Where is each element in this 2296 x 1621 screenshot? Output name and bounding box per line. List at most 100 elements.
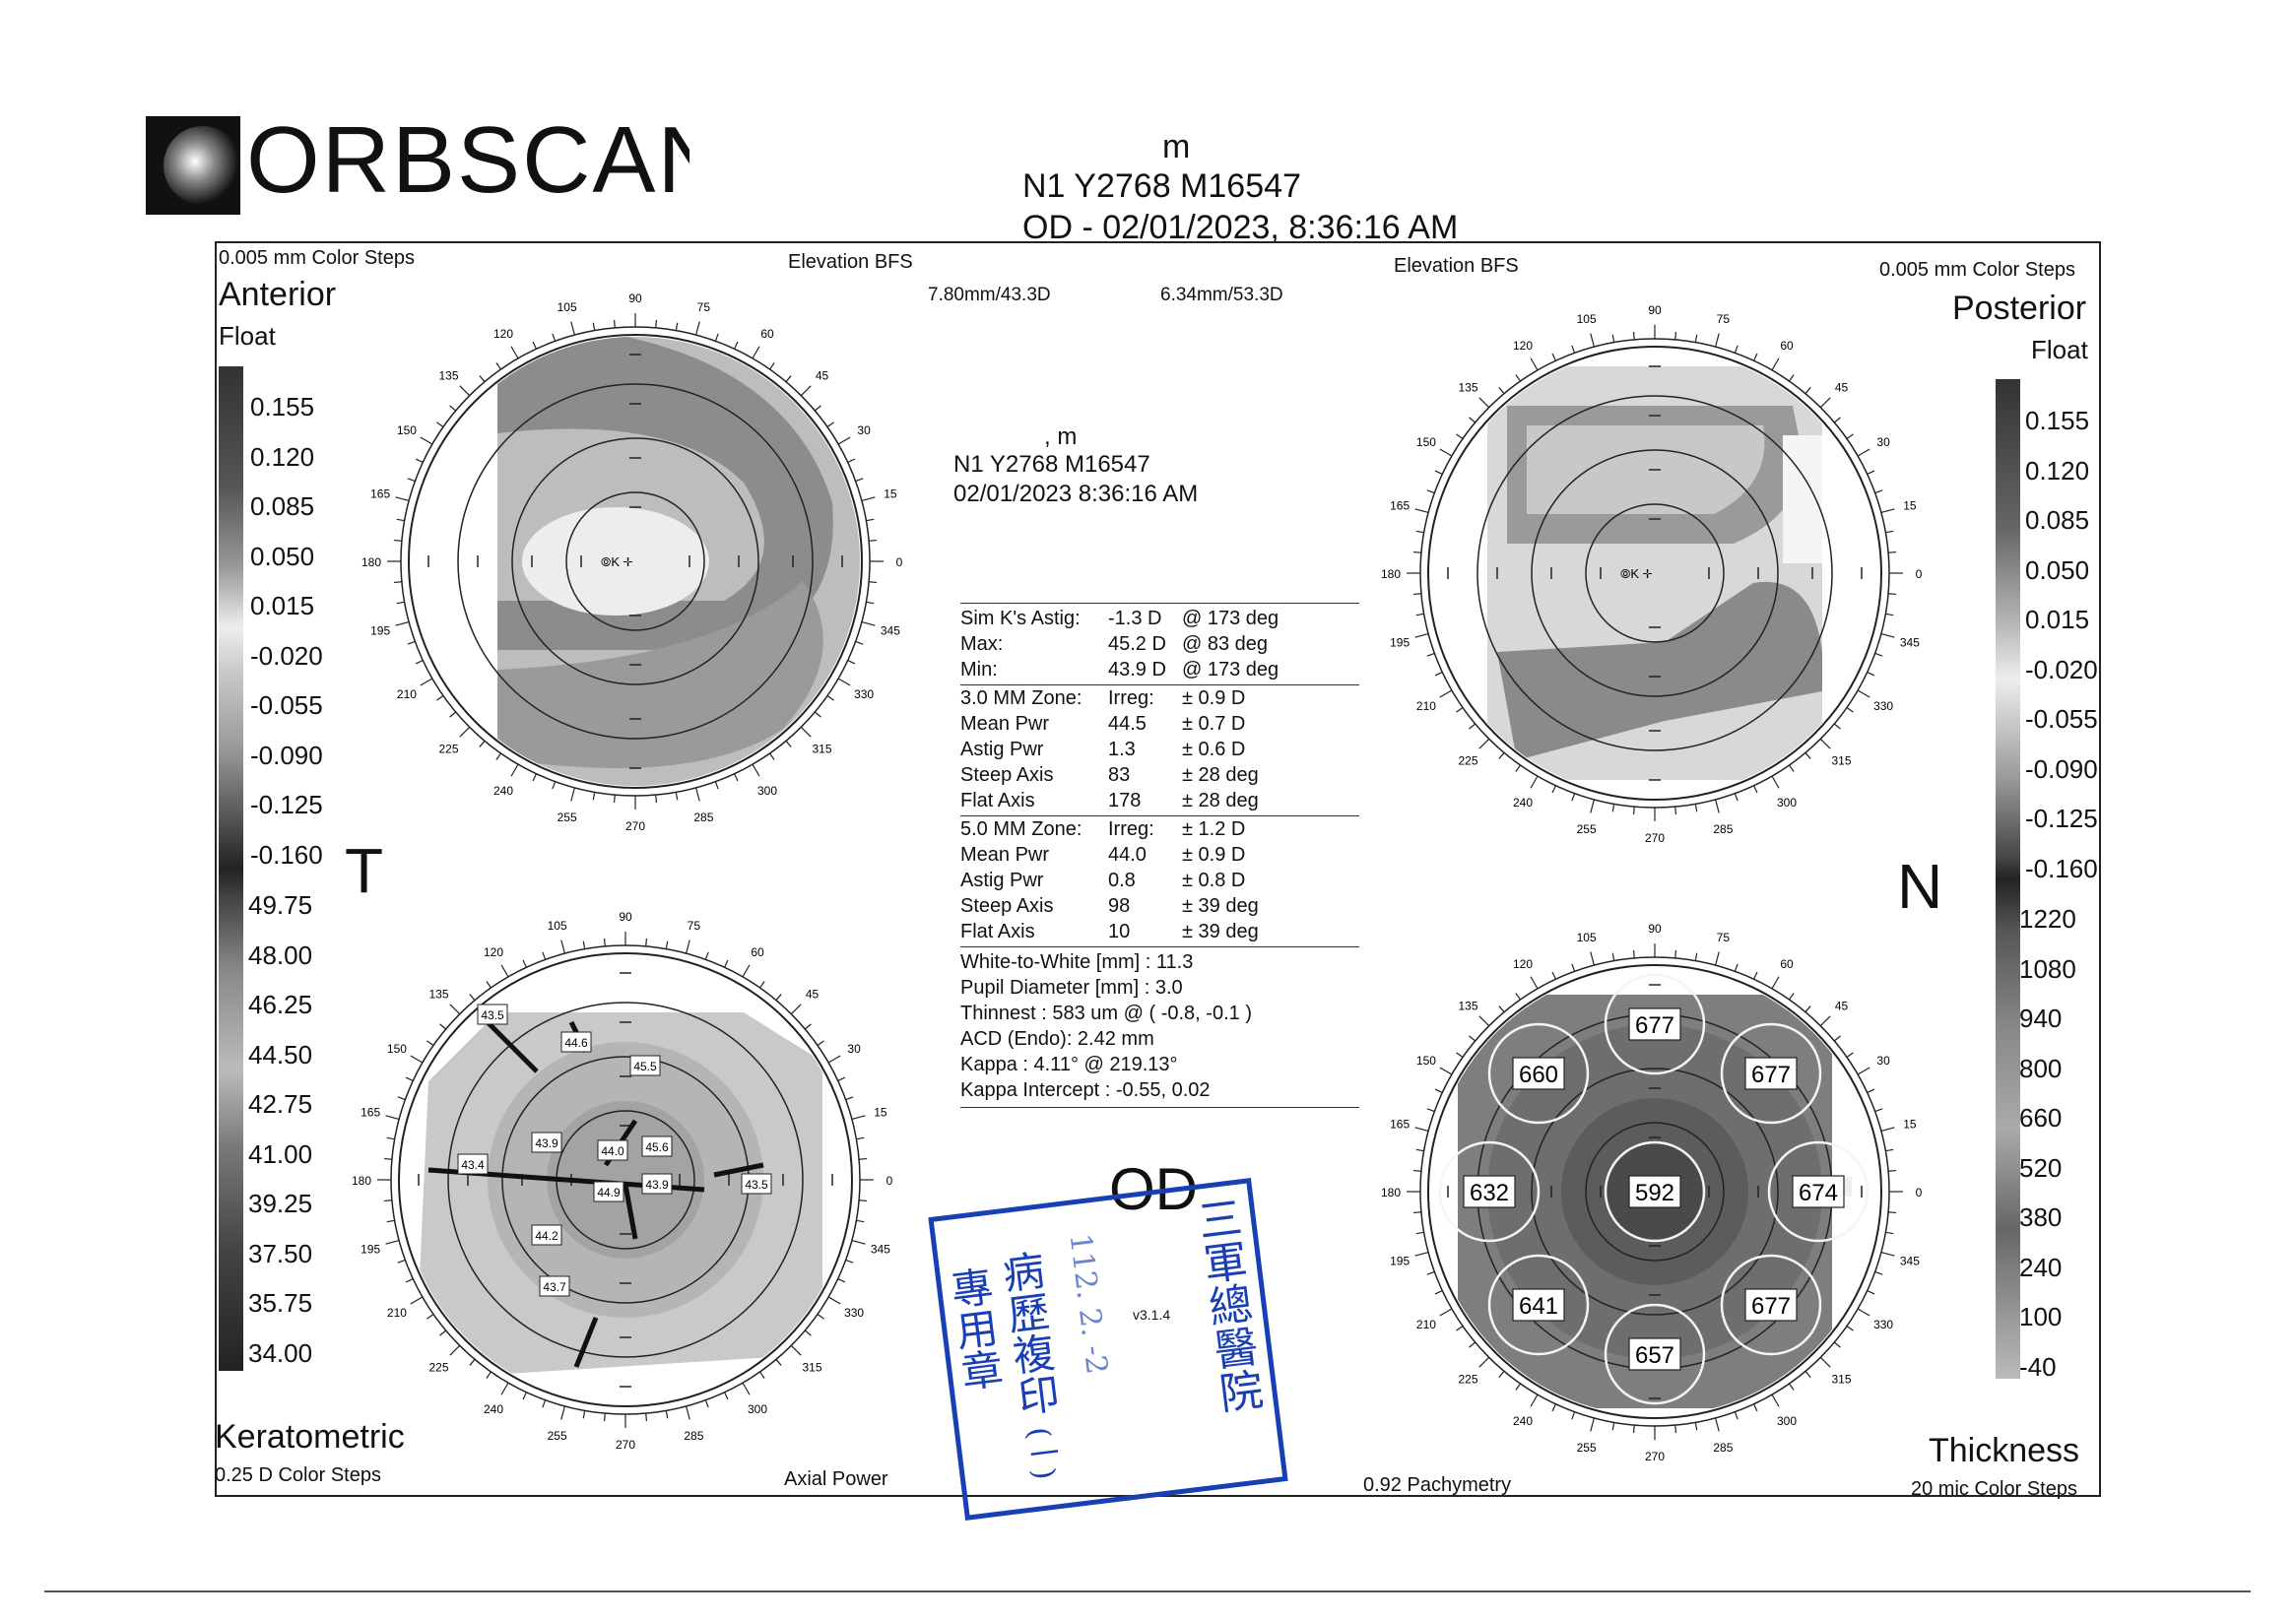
- sim-k-row: Min:43.9 D@ 173 deg: [960, 659, 1359, 684]
- posterior-tick: [1414, 633, 1429, 638]
- thickness-tick: [1515, 993, 1521, 1001]
- thickness-tick: [1478, 1015, 1490, 1027]
- stamp-date: 112. 2. -2: [1062, 1231, 1114, 1377]
- anterior-tick: [420, 436, 433, 445]
- zone-5mm-cell: 5.0 MM Zone:: [960, 818, 1082, 840]
- zone-5mm-cell: Astig Pwr: [960, 870, 1044, 891]
- thickness-angle-label: 30: [1876, 1054, 1890, 1068]
- power-scale-label-0: 49.75: [248, 890, 313, 920]
- anterior-tick: [837, 678, 851, 686]
- thickness-tick: [1694, 1422, 1698, 1431]
- kerato-value-3: 43.9: [535, 1136, 558, 1150]
- posterior-tick: [1857, 448, 1870, 457]
- anterior-angle-label: 30: [857, 423, 871, 437]
- anterior-tick: [866, 601, 875, 605]
- hospital-stamp: 三軍總醫院 112. 2. -2 病歷複印 專用章 (一): [928, 1178, 1288, 1521]
- anterior-tick: [734, 773, 739, 782]
- posterior-angle-label: 60: [1780, 339, 1794, 353]
- kerato-tick: [859, 1200, 868, 1202]
- anterior-tick: [869, 581, 878, 584]
- posterior-tick: [1857, 689, 1870, 698]
- anterior-tick: [837, 436, 851, 445]
- anterior-tick: [449, 405, 457, 412]
- thickness-angle-label: 60: [1780, 957, 1794, 971]
- posterior-tick: [1611, 804, 1615, 812]
- zone-3mm-cell: ± 0.7 D: [1182, 713, 1246, 735]
- posterior-tick: [1515, 374, 1521, 382]
- anterior-tick: [861, 496, 876, 501]
- kerato-angle-label: 195: [361, 1242, 380, 1256]
- thickness-tick: [1734, 963, 1738, 972]
- thickness-tick: [1571, 1411, 1576, 1420]
- kerato-value-box: [560, 1031, 592, 1053]
- post-float-scale-label-4: 0.015: [2025, 605, 2090, 634]
- thickness-tick: [1833, 1035, 1841, 1042]
- kerato-tick: [804, 1329, 812, 1336]
- power-scale-label-1: 48.00: [248, 940, 313, 970]
- kerato-tick: [560, 1405, 565, 1420]
- zone-3mm-cell: 3.0 MM Zone:: [960, 687, 1082, 709]
- kerato-angle-label: 90: [619, 910, 632, 924]
- sim-k-cell: @ 173 deg: [1182, 659, 1279, 681]
- thickness-value-box: [1744, 1057, 1798, 1090]
- anterior-angle-label: 255: [558, 810, 577, 824]
- post-float-scale-label-0: 0.155: [2025, 406, 2090, 435]
- kerato-angle-label: 150: [387, 1042, 407, 1056]
- anterior-tick: [752, 346, 760, 359]
- thickness-tick: [1530, 976, 1539, 990]
- kerato-tick: [383, 1200, 392, 1202]
- anterior-angle-label: 345: [881, 623, 900, 637]
- anterior-tick: [436, 695, 444, 701]
- thickness-tick: [1874, 1270, 1883, 1275]
- kerato-tick: [582, 1410, 586, 1419]
- thickness-zone-circle: [1720, 1254, 1822, 1356]
- thickness-tick: [1857, 1308, 1870, 1317]
- thickness-tick: [1414, 1127, 1429, 1132]
- posterior-tick: [1434, 470, 1443, 475]
- kerato-tick: [603, 938, 606, 946]
- kerato-value-10: 44.2: [535, 1229, 558, 1243]
- power-scale-label-9: 34.00: [248, 1337, 313, 1368]
- sim-k-row: Sim K's Astig:-1.3 D@ 173 deg: [960, 608, 1359, 633]
- zone-3mm-cell: 1.3: [1108, 739, 1136, 760]
- thickness-tick: [1412, 1211, 1421, 1214]
- float-scale-label-4: 0.015: [250, 591, 315, 620]
- sim-k-cell: 43.9 D: [1108, 659, 1166, 681]
- temporal-marker: T: [345, 835, 384, 906]
- stamp-mark: (一): [1020, 1425, 1062, 1482]
- posterior-angle-label: 225: [1458, 754, 1477, 768]
- thickness-zone-circle: [1487, 1022, 1590, 1125]
- kerato-value-4: 44.0: [601, 1144, 624, 1158]
- kerato-tick: [522, 959, 527, 968]
- thickness-angle-label: 180: [1381, 1186, 1401, 1200]
- anterior-tick: [769, 362, 775, 370]
- kerato-tick: [486, 1371, 492, 1379]
- thickness-tick: [1632, 949, 1635, 958]
- anterior-tick: [866, 518, 875, 522]
- kerato-value-box: [641, 1135, 673, 1157]
- sim-k-cell: Max:: [960, 633, 1004, 655]
- anterior-lower-band: [497, 581, 823, 768]
- thickness-angle-label: 240: [1513, 1414, 1533, 1428]
- kerato-value-11: 43.7: [543, 1280, 566, 1294]
- posterior-tick: [1632, 331, 1635, 340]
- thickness-zone-circle: [1438, 1140, 1541, 1243]
- thickness-angle-label: 330: [1873, 1318, 1893, 1331]
- post-float-scale-label-7: -0.090: [2025, 753, 2098, 784]
- kerato-tick: [859, 1157, 868, 1160]
- posterior-angle-label: 150: [1416, 435, 1436, 449]
- posterior-angle-label: 240: [1513, 796, 1533, 810]
- kerato-tick: [759, 1371, 765, 1379]
- nasal-marker: N: [1897, 851, 1943, 922]
- thickness-value-8: 657: [1635, 1342, 1674, 1369]
- kerato-value-box: [531, 1224, 562, 1246]
- thickness-tick: [1434, 1290, 1443, 1295]
- zone-5mm-cell: Steep Axis: [960, 895, 1054, 917]
- thickness-angle-label: 210: [1416, 1318, 1436, 1331]
- posterior-tick: [1611, 334, 1615, 343]
- posterior-tick: [1498, 751, 1505, 759]
- thickness-tick: [1888, 1211, 1897, 1214]
- kerato-tick: [500, 964, 509, 978]
- kerato-tick: [383, 1157, 392, 1160]
